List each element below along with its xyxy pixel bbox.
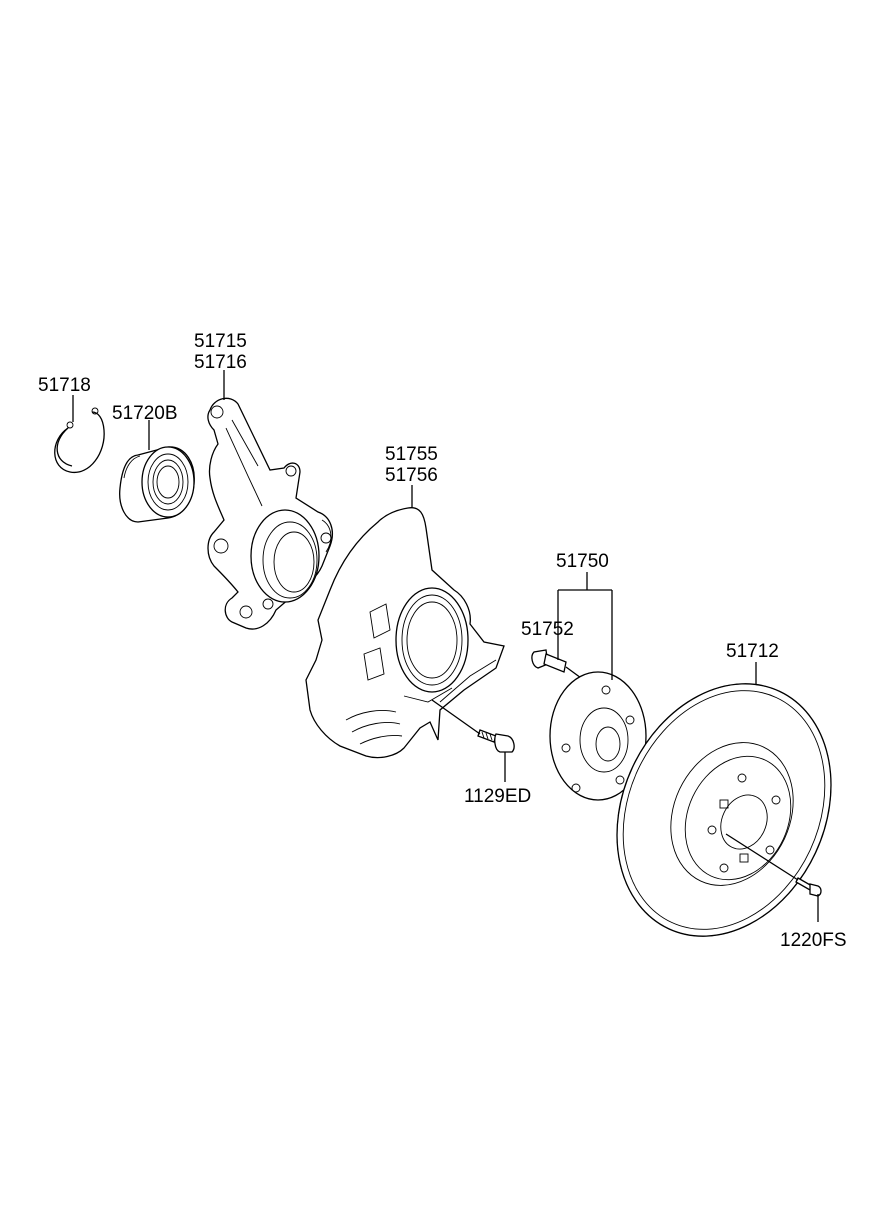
leader-cover-bolt-shaft	[431, 699, 481, 735]
label-knuckle-lh[interactable]: 51715	[194, 331, 247, 352]
steering-knuckle-part[interactable]	[207, 397, 333, 630]
snap-ring-part[interactable]	[54, 407, 105, 473]
label-cover-bolt[interactable]: 1129ED	[464, 786, 531, 807]
hub-bolt-part[interactable]	[531, 649, 567, 673]
label-disc[interactable]: 51712	[726, 641, 779, 662]
label-dust-cover-lh[interactable]: 51755	[385, 444, 438, 465]
disc-screw-part[interactable]	[795, 877, 822, 897]
label-snap-ring[interactable]: 51718	[38, 375, 91, 396]
label-hub-bolt[interactable]: 51752	[521, 619, 574, 640]
dust-cover-part[interactable]	[305, 507, 505, 759]
label-knuckle-rh[interactable]: 51716	[194, 352, 247, 373]
label-dust-cover-rh[interactable]: 51756	[385, 465, 438, 486]
label-disc-screw[interactable]: 1220FS	[780, 930, 847, 951]
label-hub-assy[interactable]: 51750	[556, 551, 609, 572]
label-bearing[interactable]: 51720B	[112, 403, 178, 424]
brake-disc-part[interactable]	[577, 649, 871, 972]
wheel-bearing-part[interactable]	[119, 446, 195, 523]
wheel-hub-part[interactable]	[549, 671, 647, 801]
cover-bolt-part[interactable]	[477, 729, 515, 753]
leader-disc-screw-shaft	[725, 833, 799, 881]
